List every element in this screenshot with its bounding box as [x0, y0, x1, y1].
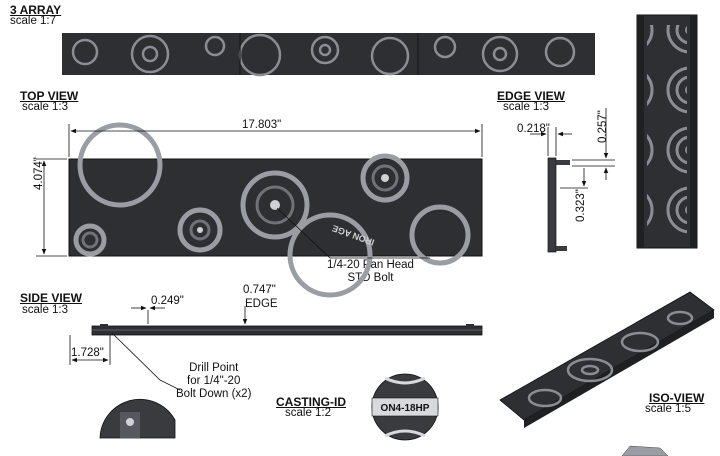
- edge-view-dims: [530, 108, 615, 189]
- casting-id-scale: scale 1:2: [285, 407, 332, 419]
- vertical-grate: [636, 14, 698, 249]
- edge-view-scale: scale 1:3: [503, 101, 550, 113]
- side-view-scale: scale 1:3: [22, 304, 69, 316]
- iso-view: [499, 291, 715, 428]
- casting-id-title: CASTING-ID: [276, 395, 346, 409]
- top-view-scale: scale 1:3: [22, 101, 69, 113]
- dim-side-edge-label: EDGE: [245, 298, 278, 310]
- iso-view-title: ISO-VIEW: [649, 391, 705, 405]
- drill-note-line1: Drill Point: [189, 362, 239, 374]
- edge-view-title: EDGE VIEW: [497, 89, 566, 103]
- array-view-scale: scale 1:7: [10, 15, 57, 27]
- drill-detail: [99, 398, 176, 439]
- top-view-grate: [68, 122, 483, 298]
- top-view-dims: [36, 124, 483, 259]
- drill-note-line3: Bolt Down (x2): [176, 388, 252, 400]
- dim-side-edge-value: 0.747": [243, 284, 276, 296]
- array-view: [62, 33, 595, 77]
- drill-note-line2: for 1/4"-20: [187, 375, 241, 387]
- array-view-title: 3 ARRAY: [10, 3, 62, 17]
- side-view-title: SIDE VIEW: [20, 291, 83, 305]
- drill-note: Drill Point for 1/4"-20 Bolt Down (x2): [176, 362, 251, 401]
- side-view: [91, 324, 483, 336]
- dim-length: 17.803": [242, 119, 282, 131]
- casting-id-text: ON4-18HP: [381, 403, 430, 414]
- side-view-dims: [69, 305, 248, 391]
- top-view-title: TOP VIEW: [20, 89, 79, 103]
- partial-object: [621, 445, 669, 456]
- dim-side-249: 0.249": [151, 295, 184, 307]
- casting-id-badge: [371, 373, 439, 441]
- iso-view-scale: scale 1:5: [645, 403, 692, 415]
- edge-view: [547, 157, 570, 253]
- dim-side-offset: 1.728": [71, 347, 104, 359]
